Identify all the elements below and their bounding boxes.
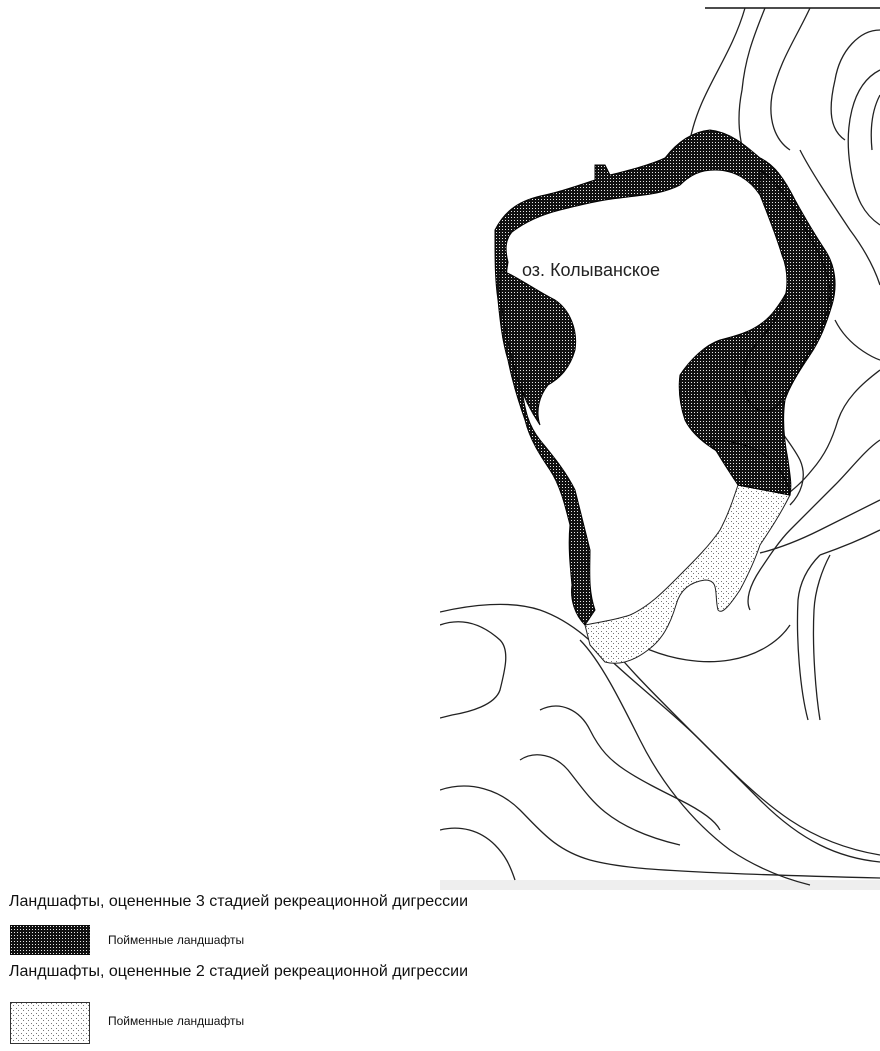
- legend-swatch-stage2: [10, 1002, 90, 1044]
- legend-swatch-stage3: [10, 925, 90, 955]
- legend-heading-stage3: Ландшафты, оцененные 3 стадией рекреацио…: [9, 893, 469, 910]
- legend-label-stage3: Пойменные ландшафты: [108, 933, 245, 947]
- stage3-lobe-west: [499, 269, 577, 426]
- stage3-lobe-south: [709, 439, 791, 496]
- landscape-map: оз. Колыванское: [440, 0, 880, 890]
- legend-label-stage2: Пойменные ландшафты: [108, 1014, 245, 1028]
- contour-lines: [440, 7, 880, 886]
- lake-label: оз. Колыванское: [522, 260, 660, 280]
- stage2-zone: [584, 484, 791, 664]
- legend-heading-stage2: Ландшафты, оцененные 2 стадией рекреацио…: [9, 963, 469, 980]
- stage3-lobe-east: [743, 169, 831, 412]
